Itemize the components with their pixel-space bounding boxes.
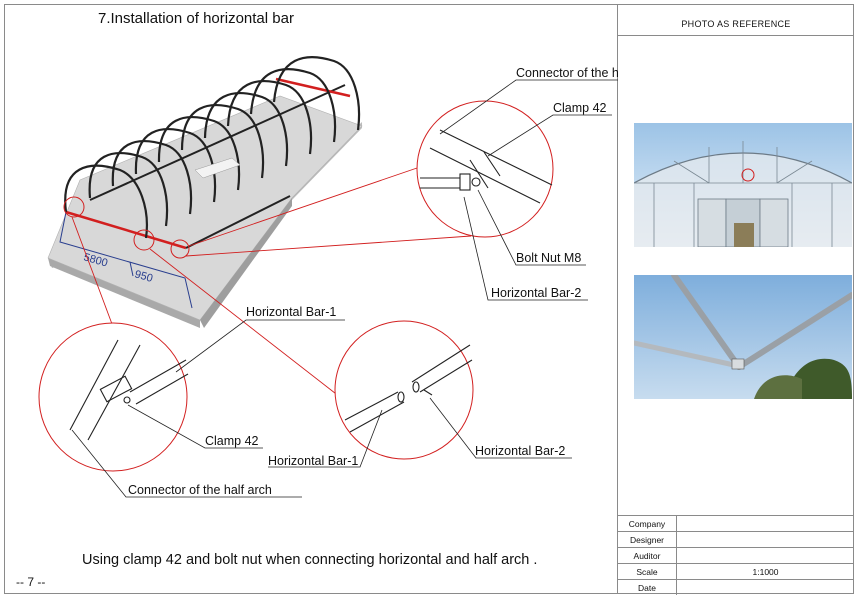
label-hbar1-mid: Horizontal Bar-1 bbox=[246, 305, 336, 319]
reference-heading-rule bbox=[618, 35, 854, 36]
callout-leaders bbox=[71, 167, 472, 398]
label-hbar2-bottom: Horizontal Bar-2 bbox=[475, 444, 565, 458]
drawing-frame bbox=[4, 4, 854, 594]
label-hbar1-bottom: Horizontal Bar-1 bbox=[268, 454, 358, 468]
label-leaders bbox=[71, 79, 618, 498]
title-block-label: Designer bbox=[618, 531, 677, 548]
title-block-value bbox=[676, 547, 854, 564]
label-hbar2-top: Horizontal Bar-2 bbox=[491, 286, 581, 300]
title-block-value bbox=[676, 579, 854, 595]
panel-divider bbox=[617, 4, 618, 594]
detail-circle-top bbox=[416, 100, 554, 238]
drawing-caption: Using clamp 42 and bolt nut when connect… bbox=[82, 552, 538, 568]
installation-drawing: 5800 950 bbox=[38, 56, 618, 498]
title-block-value bbox=[676, 515, 854, 532]
reference-photo-greenhouse bbox=[634, 123, 852, 247]
page-title: 7.Installation of horizontal bar bbox=[98, 10, 294, 27]
title-block-row: Scale 1:1000 bbox=[618, 563, 854, 580]
title-block-row: Date bbox=[618, 579, 854, 595]
title-block-row: Auditor bbox=[618, 547, 854, 564]
title-block-label: Company bbox=[618, 515, 677, 532]
reference-heading: PHOTO AS REFERENCE bbox=[681, 19, 791, 29]
label-clamp-bottom: Clamp 42 bbox=[205, 434, 259, 448]
title-block-row: Designer bbox=[618, 531, 854, 548]
title-block-label: Scale bbox=[618, 563, 677, 580]
greenhouse-model: 5800 950 bbox=[47, 56, 363, 328]
title-block: Company Designer Auditor Scale 1:1000 Da… bbox=[618, 515, 854, 595]
label-clamp-top: Clamp 42 bbox=[553, 101, 607, 115]
label-bolt-nut: Bolt Nut M8 bbox=[516, 251, 581, 265]
title-block-label: Auditor bbox=[618, 547, 677, 564]
detail-circle-right bbox=[334, 320, 474, 460]
title-block-value bbox=[676, 531, 854, 548]
label-connector-bottom: Connector of the half arch bbox=[128, 483, 272, 497]
page-number: -- 7 -- bbox=[16, 575, 46, 589]
detail-circle-left bbox=[38, 322, 189, 472]
dimension-spacing: 950 bbox=[133, 268, 154, 285]
title-block-value: 1:1000 bbox=[676, 563, 854, 580]
title-block-row: Company bbox=[618, 515, 854, 532]
title-block-label: Date bbox=[618, 579, 677, 595]
label-connector-top: Connector of the half arch bbox=[516, 66, 618, 80]
reference-photo-connection bbox=[634, 275, 852, 399]
